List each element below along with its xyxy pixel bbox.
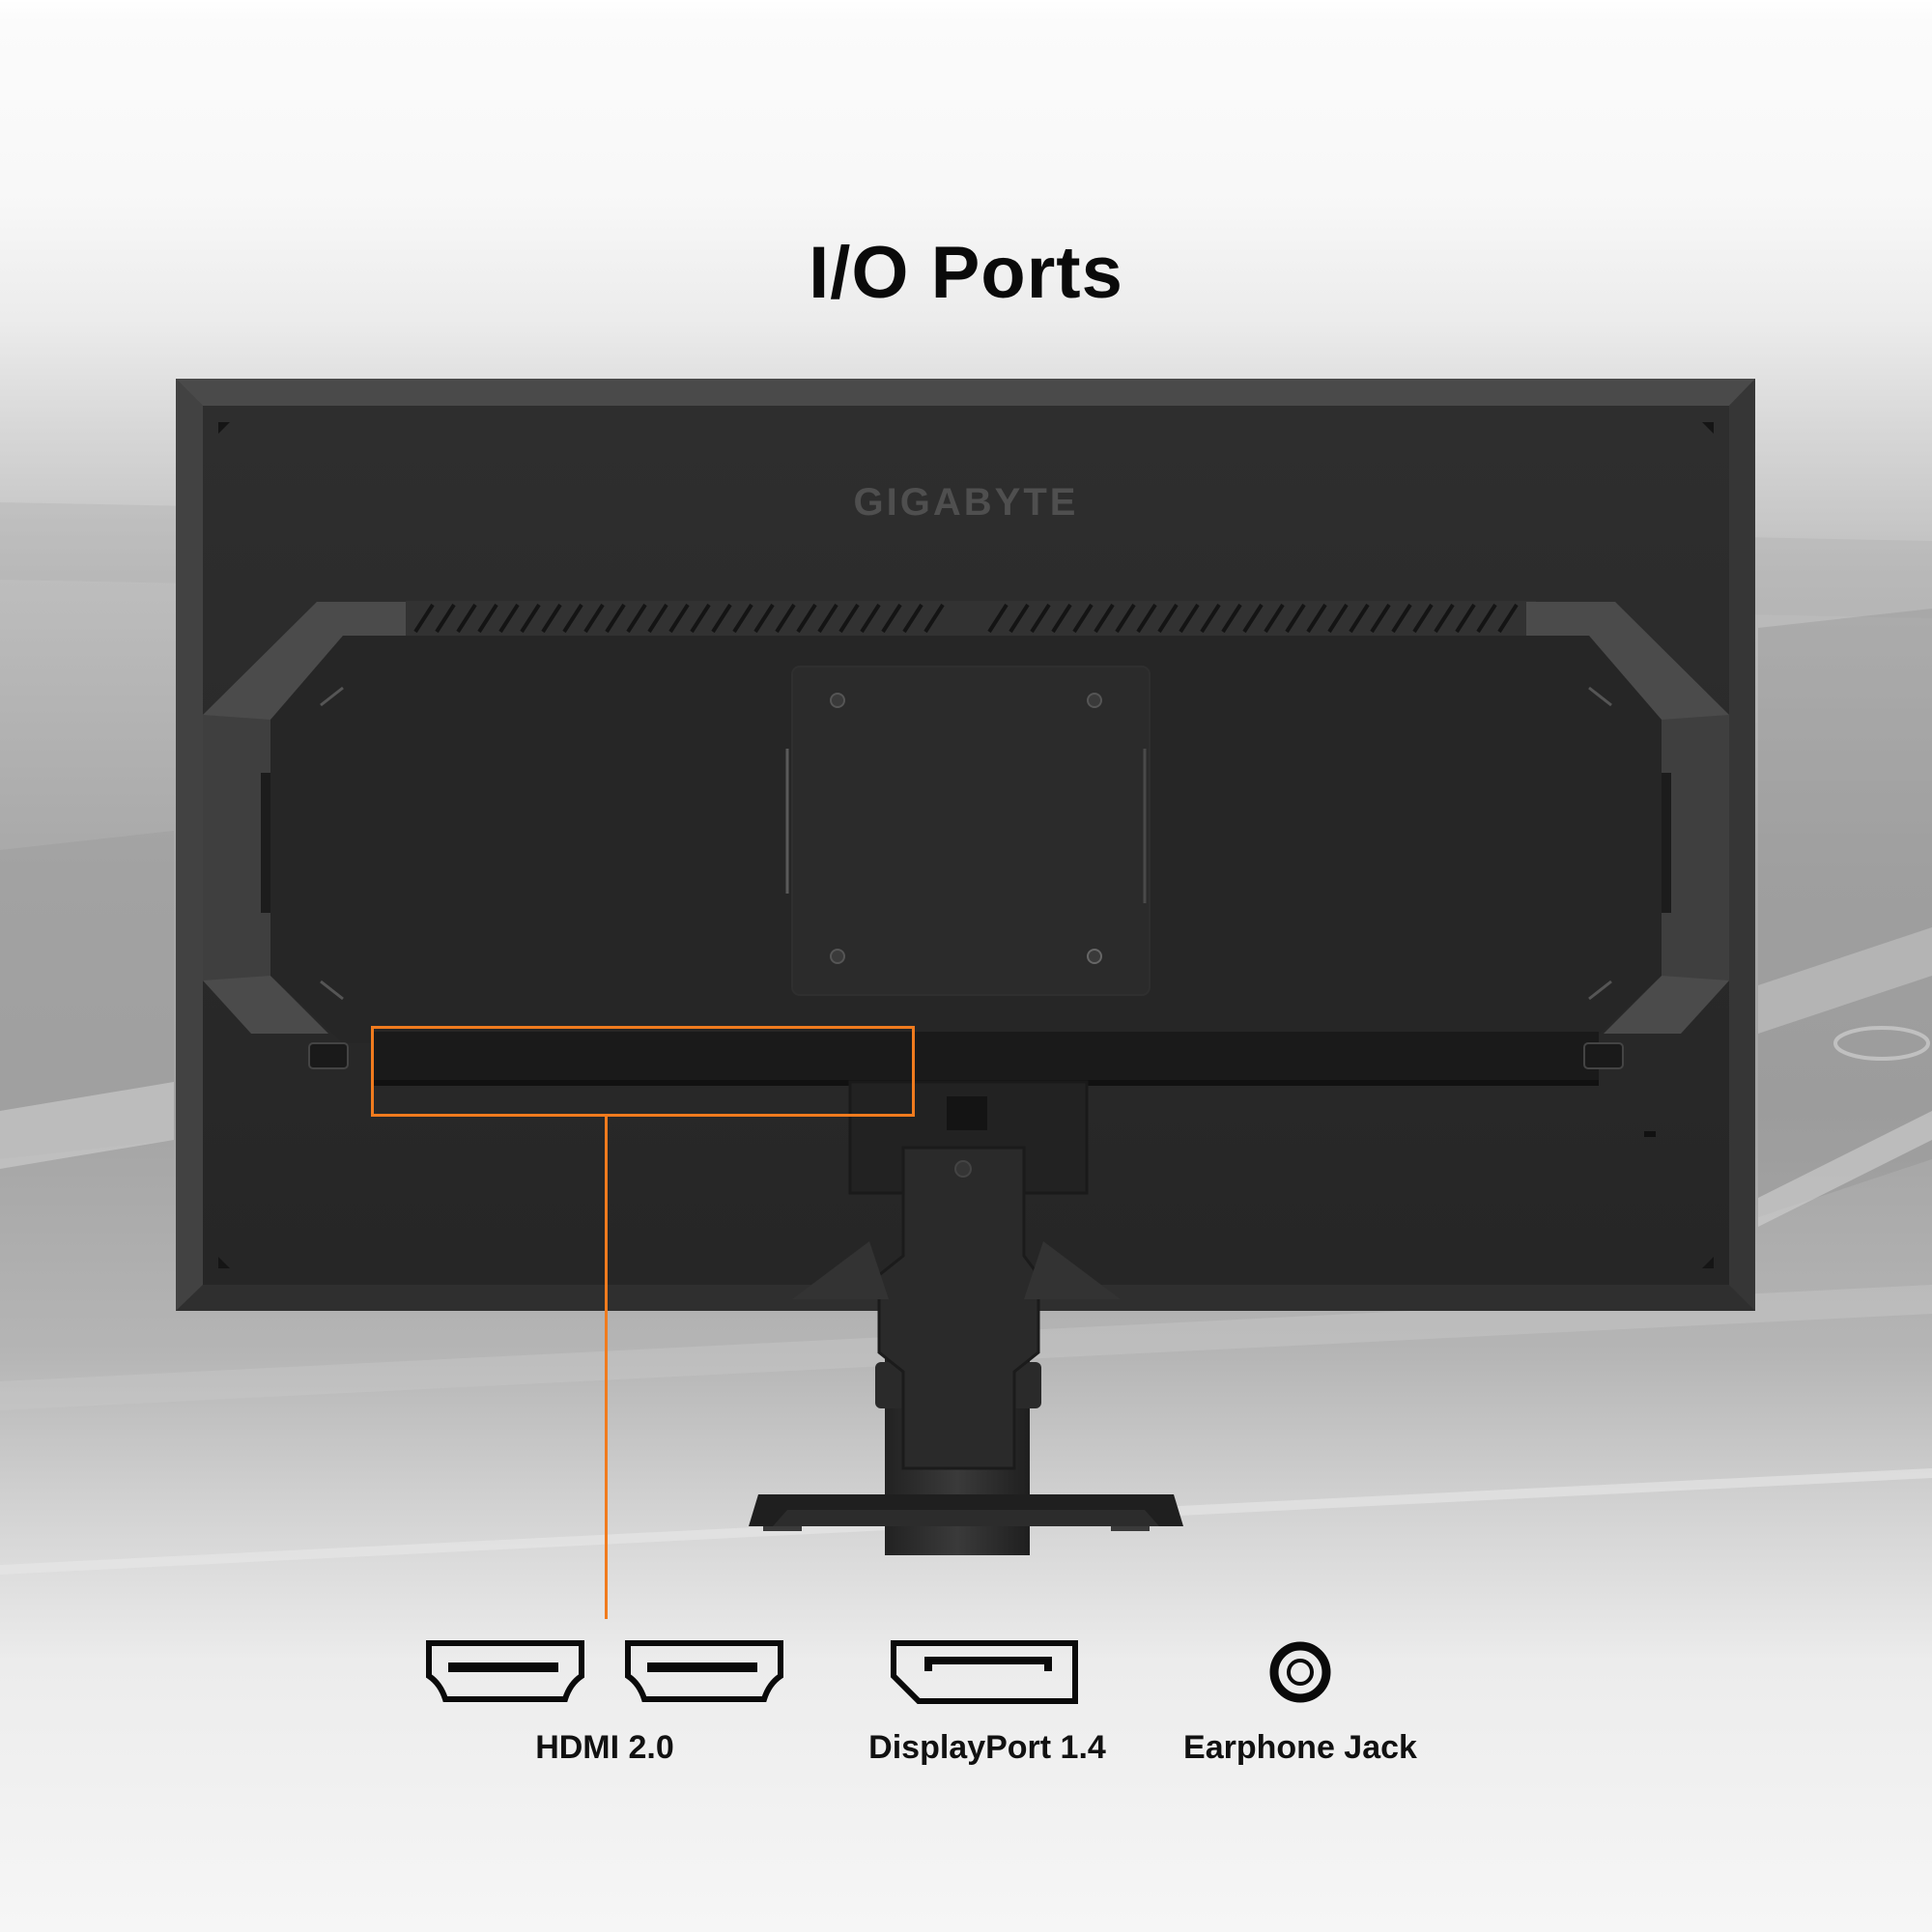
callout-leader-line	[605, 1117, 608, 1619]
svg-text:GIGABYTE: GIGABYTE	[854, 481, 1079, 524]
displayport-icon	[891, 1640, 1078, 1704]
earphone-jack-icon	[1269, 1641, 1331, 1703]
hdmi-label: HDMI 2.0	[535, 1729, 674, 1766]
earphone-jack-label: Earphone Jack	[1183, 1729, 1417, 1766]
displayport-label: DisplayPort 1.4	[868, 1729, 1106, 1766]
hdmi-icon	[625, 1640, 783, 1702]
port-panel-highlight-box	[371, 1026, 915, 1117]
hdmi-icon	[426, 1640, 584, 1702]
page-title: I/O Ports	[809, 231, 1123, 314]
